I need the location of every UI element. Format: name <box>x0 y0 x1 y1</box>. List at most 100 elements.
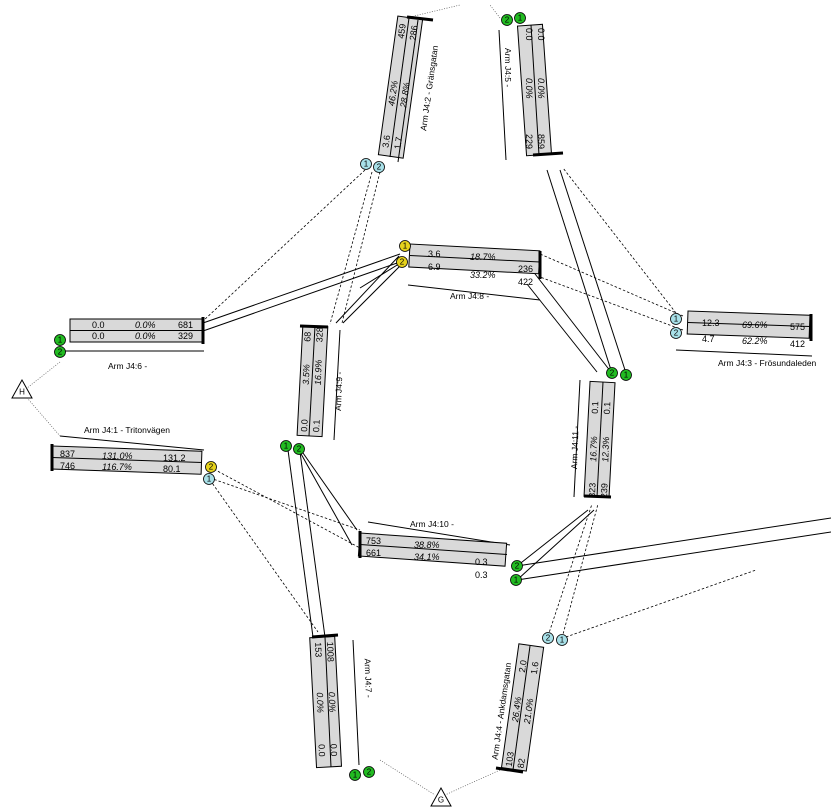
arm-j4-5: 0.0 0.0% 859 0.0 0.0% 229 Arm J4:5 - 2 1 <box>498 12 564 161</box>
j4-3-l2-flow: 412 <box>790 339 805 349</box>
j4-5-l1-dos: 0.0% <box>536 78 546 99</box>
j4-7-name: Arm J4:7 - <box>363 658 374 698</box>
svg-text:1: 1 <box>284 442 289 451</box>
j4-2-l2-queue: 1.7 <box>392 136 404 150</box>
j4-7-l1-flow: 1008 <box>325 642 336 662</box>
svg-text:2: 2 <box>209 463 214 472</box>
j4-5-l1-flow: 859 <box>536 134 546 149</box>
j4-2-l2-flow: 286 <box>408 25 420 41</box>
svg-text:1: 1 <box>353 771 358 780</box>
j4-3-l2-dos: 62.2% <box>742 336 768 346</box>
node-h: H <box>11 378 33 399</box>
j4-10-l1-flow: 753 <box>366 536 381 546</box>
arm-j4-8: 3.6 18.7% 236 6.9 33.2% 422 Arm J4:8 - 1… <box>396 240 542 301</box>
svg-text:1: 1 <box>514 576 519 585</box>
svg-text:1: 1 <box>624 371 629 380</box>
j4-11-l1-dos: 16.7% <box>588 436 599 462</box>
j4-1-l1-flow: 837 <box>60 449 75 459</box>
j4-9-l2-queue: 0.1 <box>311 419 321 432</box>
svg-text:1: 1 <box>518 14 523 23</box>
j4-8-l1-dos: 18.7% <box>470 252 496 262</box>
j4-5-name: Arm J4:5 - <box>503 48 513 87</box>
node-g: G <box>430 786 452 807</box>
j4-9-l1-flow: 68 <box>302 332 312 342</box>
arm-j4-11: 323 16.7% 0.1 239 12.3% 0.1 Arm J4:11 - … <box>569 367 632 499</box>
j4-8-l2-queue: 6.9 <box>428 262 441 272</box>
svg-text:2: 2 <box>546 634 551 643</box>
j4-6-l1-dos: 0.0% <box>135 320 156 330</box>
j4-11-l2-queue: 0.1 <box>602 402 612 415</box>
j4-9-l2-flow: 328 <box>314 327 325 342</box>
j4-3-l1-flow: 575 <box>790 322 805 332</box>
svg-text:1: 1 <box>403 242 408 251</box>
svg-text:1: 1 <box>674 315 679 324</box>
j4-4-l2-dos: 21.0% <box>522 698 536 726</box>
arm-j4-6: 0.0 0.0% 681 0.0 0.0% 329 Arm J4:6 - 1 2 <box>54 317 205 371</box>
j4-6-l1-flow: 681 <box>178 320 193 330</box>
j4-5-l2-flow: 229 <box>524 134 534 149</box>
svg-text:2: 2 <box>610 369 615 378</box>
j4-4-l1-dos: 26.4% <box>510 696 524 724</box>
arm-j4-2: 3.6 46.2% 459 1.7 28.8% 286 Arm J4:2 - G… <box>360 15 440 173</box>
arm-j4-7: 1008 0.0% 0.0 153 0.0% 0.0 Arm J4:7 - 1 … <box>309 633 375 781</box>
j4-8-l1-queue: 3.6 <box>428 249 441 259</box>
j4-6-name: Arm J4:6 - <box>108 361 147 371</box>
j4-2-l1-dos: 46.2% <box>386 80 399 107</box>
j4-7-l2-dos: 0.0% <box>315 692 326 713</box>
svg-text:2: 2 <box>58 348 63 357</box>
j4-7-l1-dos: 0.0% <box>327 692 338 713</box>
arm-j4-3: 12.3 69.6% 575 4.7 62.2% 412 Arm J4:3 - … <box>670 310 817 368</box>
j4-11-l1-queue: 0.1 <box>590 401 600 414</box>
j4-1-l2-flow: 746 <box>60 461 75 471</box>
arm-j4-4: 103 26.4% 2.0 82 21.0% 1.6 Arm J4:4 - An… <box>490 632 568 774</box>
connections <box>202 169 831 638</box>
j4-4-l2-queue: 1.6 <box>529 661 541 675</box>
j4-3-l2-queue: 4.7 <box>702 334 715 344</box>
svg-text:1: 1 <box>364 160 369 169</box>
j4-11-name: Arm J4:11 - <box>569 425 581 469</box>
svg-text:2: 2 <box>515 562 520 571</box>
j4-6-l2-dos: 0.0% <box>135 331 156 341</box>
svg-text:1: 1 <box>58 336 63 345</box>
j4-9-name: Arm J4:9 - <box>333 371 344 411</box>
j4-7-l2-queue: 0.0 <box>317 744 327 757</box>
j4-1-l2-dos: 116.7% <box>102 462 132 472</box>
j4-1-l1-dos: 131.0% <box>102 451 133 461</box>
j4-1-l2-queue: 80.1 <box>163 464 181 474</box>
j4-9-l1-dos: 3.5% <box>301 364 312 385</box>
svg-text:2: 2 <box>377 163 382 172</box>
j4-8-l2-flow: 422 <box>518 277 533 287</box>
svg-text:2: 2 <box>297 445 302 454</box>
svg-text:2: 2 <box>367 768 372 777</box>
j4-2-name: Arm J4:2 - Gränsgatan <box>418 45 440 132</box>
arm-j4-9: 0.0 3.5% 68 0.1 16.9% 328 Arm J4:9 - 1 2 <box>280 324 344 455</box>
j4-11-l2-flow: 239 <box>599 483 610 498</box>
j4-4-l1-flow: 103 <box>504 751 516 767</box>
svg-text:2: 2 <box>505 16 510 25</box>
j4-10-name: Arm J4:10 - <box>410 519 454 529</box>
j4-2-l1-queue: 3.6 <box>380 134 392 148</box>
j4-8-name: Arm J4:8 - <box>450 291 489 301</box>
j4-7-l1-queue: 0.0 <box>329 744 339 757</box>
j4-2-l1-flow: 459 <box>396 23 408 39</box>
j4-11-l1-flow: 323 <box>587 483 598 498</box>
j4-1-name: Arm J4:1 - Tritonvägen <box>84 425 170 435</box>
j4-10-l2-flow: 661 <box>366 548 381 558</box>
j4-5-l1-queue: 0.0 <box>536 28 546 41</box>
j4-5-l2-queue: 0.0 <box>524 28 534 41</box>
svg-text:2: 2 <box>674 329 679 338</box>
dashed-connections <box>202 167 757 639</box>
j4-11-l2-dos: 12.3% <box>600 437 611 463</box>
j4-4-l2-flow: 82 <box>516 758 527 769</box>
j4-6-l2-queue: 0.0 <box>92 331 105 341</box>
node-g-label: G <box>438 796 444 805</box>
j4-10-l1-dos: 38.8% <box>414 540 440 550</box>
svg-text:1: 1 <box>207 475 212 484</box>
j4-10-l2-dos: 34.1% <box>414 552 440 562</box>
j4-9-l2-dos: 16.9% <box>313 360 324 386</box>
j4-4-l1-queue: 2.0 <box>517 659 529 673</box>
j4-8-l1-flow: 236 <box>518 264 533 274</box>
j4-1-l1-queue: 131.2 <box>163 453 186 463</box>
